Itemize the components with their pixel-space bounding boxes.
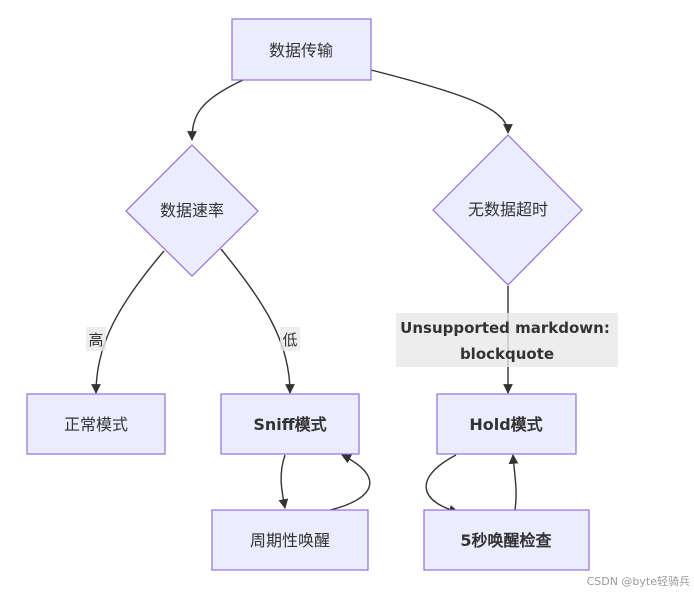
node-normal-mode-label: 正常模式 [64,415,128,434]
edge-periodic-to-sniff [329,454,371,511]
edge-hold-to-wake [425,454,459,515]
node-periodic-wake[interactable]: 周期性唤醒 [211,509,369,571]
watermark-text: CSDN @byte轻骑兵 [587,574,690,588]
node-hold-mode-label: Hold模式 [469,415,542,434]
node-wake-check[interactable]: 5秒唤醒检查 [423,509,590,571]
edge-label-high-text: 高 [88,331,103,349]
edge-rate-to-sniff [220,248,295,394]
node-data-transfer[interactable]: 数据传输 [231,18,372,81]
edge-label-unsupported: Unsupported markdown: blockquote [396,313,618,367]
edge-transfer-to-timeout [370,69,513,134]
edge-label-unsupported-line1: Unsupported markdown: [400,319,610,337]
node-no-data-timeout-label: 无数据超时 [468,200,548,219]
edge-label-unsupported-line2: blockquote [460,345,554,363]
node-wake-check-label: 5秒唤醒检查 [460,531,551,550]
node-data-transfer-label: 数据传输 [269,41,333,60]
edge-label-high: 高 [86,327,106,351]
edge-wake-to-hold [508,454,519,511]
edge-label-low-text: 低 [282,331,297,349]
edge-label-low: 低 [280,327,300,351]
node-sniff-mode[interactable]: Sniff模式 [220,393,360,455]
node-data-rate-label: 数据速率 [160,201,224,220]
node-hold-mode[interactable]: Hold模式 [436,393,577,455]
node-normal-mode[interactable]: 正常模式 [26,393,166,455]
node-sniff-mode-label: Sniff模式 [253,415,326,434]
edge-rate-to-normal [91,250,165,394]
node-periodic-wake-label: 周期性唤醒 [250,531,330,550]
edge-transfer-to-rate [187,79,244,141]
edge-sniff-to-periodic [278,454,289,509]
node-no-data-timeout[interactable]: 无数据超时 [432,134,583,286]
node-data-rate[interactable]: 数据速率 [125,144,259,277]
